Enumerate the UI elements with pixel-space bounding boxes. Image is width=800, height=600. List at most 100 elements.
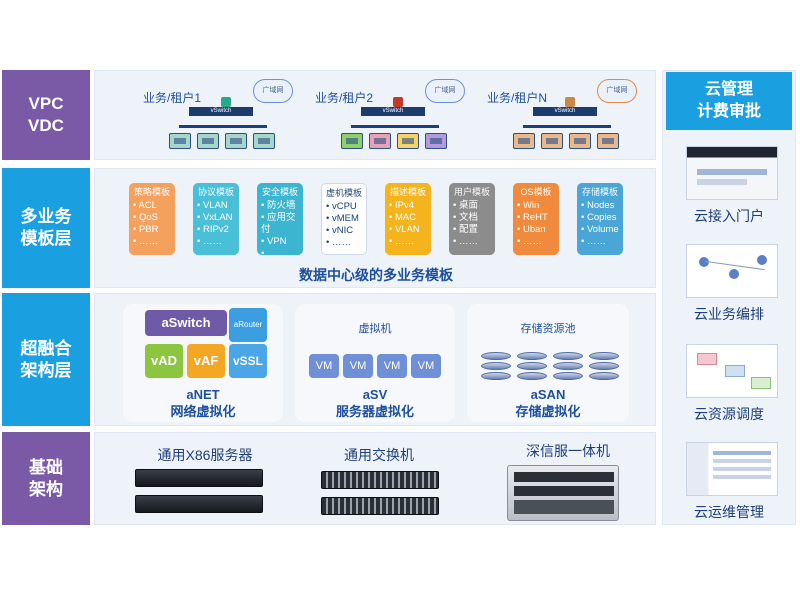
- template-caption: 数据中心级的多业务模板: [299, 267, 453, 283]
- tenant-label: 业务/租户N: [487, 91, 548, 105]
- template-card-item: Nodes: [581, 200, 619, 212]
- template-card-title: 协议模板: [197, 187, 234, 197]
- template-card-title: 虚机模板: [326, 188, 363, 198]
- tenant-label: 业务/租户1: [143, 91, 202, 105]
- cloud-scheduling-item[interactable]: 云资源调度: [662, 340, 796, 430]
- x86-server-icon: [135, 495, 263, 513]
- cloud-portal-item[interactable]: 云接入门户: [662, 142, 796, 232]
- template-card-item: ……: [197, 236, 235, 248]
- asv-subcaption: 服务器虚拟化: [335, 404, 414, 419]
- anet-subcaption: 网络虚拟化: [170, 404, 236, 419]
- template-card-item: QoS: [133, 212, 171, 224]
- template-card-item: ……: [326, 237, 362, 249]
- appliance-bezel: [514, 486, 614, 496]
- template-card-item: Win: [517, 200, 555, 212]
- template-card-item: 配置: [453, 224, 491, 236]
- template-card: 策略模板ACLQoSPBR……: [129, 183, 175, 255]
- template-card-item: 桌面: [453, 200, 491, 212]
- vm-box-icon: [425, 133, 447, 149]
- template-card: 虚机模板vCPUvMEMvNIC……: [321, 183, 367, 255]
- vm-box-icon: [253, 133, 275, 149]
- template-card-item: vMEM: [326, 213, 362, 225]
- switches-label: 通用交换机: [344, 447, 414, 463]
- template-card: 描述模板IPv4MACVLAN……: [385, 183, 431, 255]
- disk-icon: [517, 352, 547, 382]
- network-bus: [523, 125, 611, 128]
- scheduling-diagram-icon: [686, 344, 778, 398]
- portal-screenshot-icon: [686, 146, 778, 200]
- vm-box-icon: [397, 133, 419, 149]
- arouter-block: aRouter: [229, 308, 267, 342]
- row-label-hci: 超融合 架构层: [2, 293, 90, 426]
- template-card: 安全模板防火墙应用交付VPN……: [257, 183, 303, 259]
- vm-box-icon: [541, 133, 563, 149]
- template-card-item: Volume: [581, 224, 619, 236]
- vswitch-icon: vSwitch: [361, 107, 425, 116]
- asan-panel: 存储资源池 aSAN 存储虚拟化: [467, 304, 629, 422]
- appliance-label: 深信服一体机: [526, 443, 610, 459]
- switch-icon: [321, 497, 439, 515]
- template-card-item: VLAN: [389, 224, 427, 236]
- template-card-item: RIPv2: [197, 224, 235, 236]
- template-card: 协议模板VLANVxLANRIPv2……: [193, 183, 239, 255]
- vswitch-icon: vSwitch: [189, 107, 253, 116]
- template-card-item: PBR: [133, 224, 171, 236]
- green-box-icon: [221, 97, 231, 107]
- row-label-template: 多业务 模板层: [2, 168, 90, 288]
- anet-panel: aSwitch aRouter vAD vAF vSSL aNET 网络虚拟化: [123, 304, 283, 422]
- appliance-bezel: [514, 472, 614, 482]
- vm-box-icon: [197, 133, 219, 149]
- cloud-icon: 广域网: [253, 79, 293, 103]
- vad-block: vAD: [145, 344, 183, 378]
- template-card-item: vCPU: [326, 201, 362, 213]
- cloud-orchestration-item[interactable]: 云业务编排: [662, 240, 796, 330]
- appliance-icon: [507, 465, 619, 521]
- template-card: 用户模板桌面文档配置……: [449, 183, 495, 255]
- vm-box-icon: [169, 133, 191, 149]
- anet-caption: aNET: [186, 387, 220, 402]
- network-bus: [351, 125, 439, 128]
- template-card-item: ……: [261, 248, 299, 260]
- cloud-ops-item[interactable]: 云运维管理: [662, 436, 796, 526]
- template-card-item: 防火墙: [261, 200, 299, 212]
- x86-servers-label: 通用X86服务器: [157, 447, 253, 463]
- template-card-item: VxLAN: [197, 212, 235, 224]
- vm-box-icon: [513, 133, 535, 149]
- template-card: OS模板WinReHTUban……: [513, 183, 559, 255]
- row-label-base: 基础 架构: [2, 432, 90, 525]
- template-card-item: ACL: [133, 200, 171, 212]
- template-card: 存储模板 NodesCopiesVolume……: [577, 183, 623, 255]
- disk-icon: [481, 352, 511, 382]
- asan-caption: aSAN: [530, 387, 566, 402]
- network-bus: [179, 125, 267, 128]
- cloud-ops-label: 云运维管理: [694, 504, 764, 520]
- template-card-item: ReHT: [517, 212, 555, 224]
- vm-box-icon: [597, 133, 619, 149]
- template-card-item: IPv4: [389, 200, 427, 212]
- template-card-title: 安全模板: [261, 187, 298, 197]
- base-row: 通用X86服务器 通用交换机 深信服一体机: [94, 432, 656, 525]
- asan-subcaption: 存储虚拟化: [515, 404, 581, 419]
- tenant-n: 业务/租户N 广域网 vSwitch: [487, 77, 647, 163]
- cloud-orchestration-label: 云业务编排: [694, 306, 764, 322]
- template-card-item: 应用交付: [261, 212, 299, 236]
- vm-pool-title: 虚拟机: [358, 323, 392, 335]
- template-card-item: ……: [517, 236, 555, 248]
- template-card-item: VPN: [261, 236, 299, 248]
- template-card-title: 存储模板: [581, 187, 618, 197]
- orange-box-icon: [565, 97, 575, 107]
- cloud-icon: 广域网: [597, 79, 637, 103]
- cloud-portal-label: 云接入门户: [694, 208, 764, 224]
- template-card-item: ……: [581, 236, 619, 248]
- template-card-item: MAC: [389, 212, 427, 224]
- vm-box-icon: [569, 133, 591, 149]
- template-card-item: Uban: [517, 224, 555, 236]
- template-card-item: ……: [389, 236, 427, 248]
- template-card-title: 策略模板: [133, 187, 170, 197]
- hci-row: aSwitch aRouter vAD vAF vSSL aNET 网络虚拟化 …: [94, 293, 656, 426]
- template-card-item: Copies: [581, 212, 619, 224]
- disk-icon: [589, 352, 619, 382]
- asv-panel: 虚拟机 VM VM VM VM aSV 服务器虚拟化: [295, 304, 455, 422]
- vm-box-icon: [341, 133, 363, 149]
- row-label-vpc: VPC VDC: [2, 70, 90, 160]
